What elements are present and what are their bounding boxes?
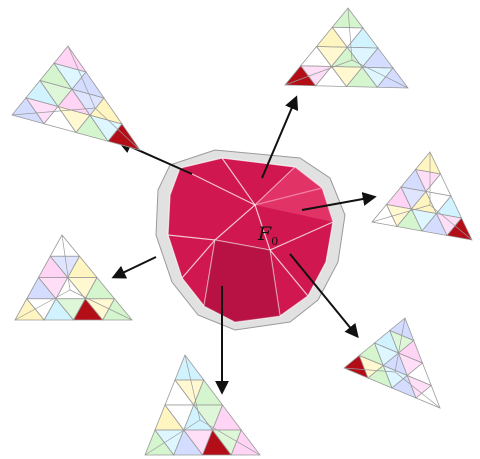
arrow-to-left bbox=[114, 257, 156, 277]
center-label: F0 bbox=[258, 223, 278, 248]
tetra-upper-left bbox=[12, 46, 140, 150]
center-label-symbol: F bbox=[258, 223, 271, 245]
mesh-cell bbox=[332, 8, 363, 28]
central-polyhedron bbox=[156, 150, 345, 330]
tetra-lower-right bbox=[344, 318, 440, 408]
polyhedron-shadow bbox=[204, 240, 280, 322]
tetra-right bbox=[372, 152, 472, 240]
tetra-bottom bbox=[145, 355, 260, 455]
center-label-subscript: 0 bbox=[271, 235, 278, 248]
mesh-cell bbox=[175, 355, 204, 380]
tetra-upper-right bbox=[285, 8, 408, 88]
